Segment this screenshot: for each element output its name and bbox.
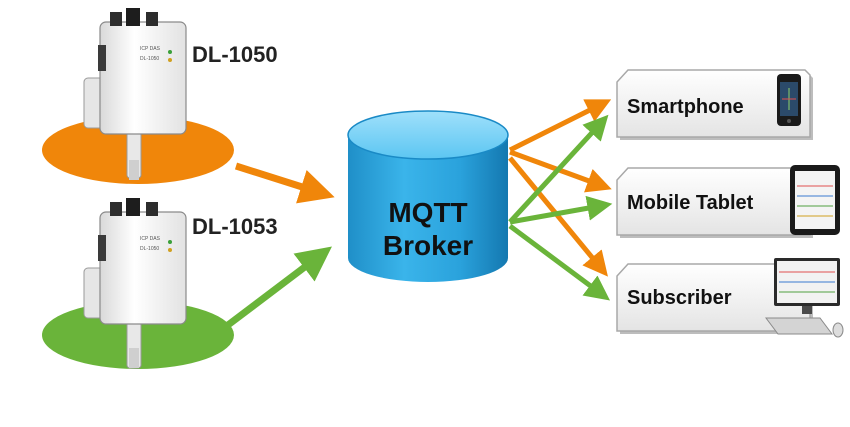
broker-to-tablet-green-arrow [509,195,613,225]
tablet-icon [790,165,840,235]
desktop-computer-icon [765,258,844,338]
smartphone-label: Smartphone [627,96,744,118]
broker-line2: Broker [383,230,473,261]
broker-to-subscriber-green-arrow [508,223,611,301]
dl-1050-device: ICP DAS DL-1050 [83,8,187,180]
broker-to-tablet-orange-arrow [509,149,612,193]
client-smartphone: Smartphone [616,69,813,140]
device-brand: ICP DAS [140,46,161,52]
dl-1053-label: DL-1053 [192,214,278,239]
dl-1050-to-broker-arrow [234,162,335,204]
broker-to-smartphone-green-arrow [508,114,609,224]
dl-1053-device: ICP DAS DL-1050 [83,198,187,369]
device-model: DL-1050 [140,246,159,252]
broker-to-smartphone-orange-arrow [508,99,612,153]
device-brand: ICP DAS [140,236,161,242]
client-subscriber: Subscriber [616,258,844,338]
broker-line1: MQTT [388,197,467,228]
dl-1053-to-broker-arrow [221,246,332,331]
mqtt-broker-cylinder: MQTT Broker [347,110,509,282]
client-mobile-tablet: Mobile Tablet [616,165,840,238]
device-model: DL-1050 [140,56,159,62]
mobile-tablet-label: Mobile Tablet [627,192,754,214]
smartphone-icon [777,74,801,126]
subscriber-label: Subscriber [627,287,732,309]
dl-1050-label: DL-1050 [192,42,278,67]
